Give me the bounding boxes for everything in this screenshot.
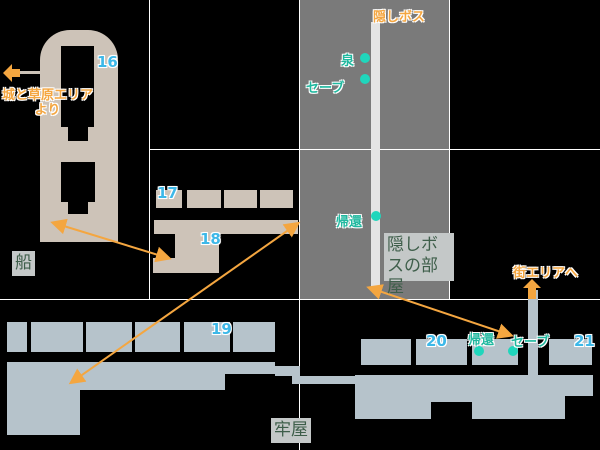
spring-label: 泉 — [341, 54, 355, 69]
room-number-16: 16 — [97, 53, 118, 71]
save-point — [508, 346, 518, 356]
room-number-20: 20 — [426, 332, 447, 350]
room — [472, 394, 565, 419]
exit-label-castle: 城と草原エリア より — [2, 88, 94, 118]
room — [416, 339, 467, 365]
save-label: セーブ — [511, 335, 550, 350]
connection-arrow — [68, 221, 301, 385]
ship-hold — [68, 202, 88, 214]
room — [361, 339, 411, 365]
area-label-prison: 牢屋 — [271, 418, 311, 443]
ship-hold — [61, 162, 95, 202]
save-point — [360, 74, 370, 84]
room — [355, 394, 431, 419]
area-label-ship: 船 — [12, 251, 35, 276]
room — [7, 388, 80, 435]
save-label: セーブ — [306, 81, 345, 96]
room-number-19: 19 — [211, 320, 232, 338]
exit-label-town: 街エリアへ — [513, 266, 579, 281]
exit-label-hidden-boss: 隠しボス — [373, 10, 426, 25]
connection-arrow — [366, 284, 514, 339]
room — [549, 339, 592, 365]
area-label-hidden-room: 隠しボスの部屋 — [384, 233, 454, 297]
exit-line — [18, 71, 40, 74]
corridor — [355, 375, 593, 396]
hidden-corridor — [371, 22, 380, 290]
room — [187, 190, 221, 208]
corridor — [528, 290, 538, 380]
connection-arrow — [50, 218, 172, 263]
room-number-21: 21 — [574, 332, 595, 350]
grid-line — [449, 0, 450, 300]
corridor — [292, 376, 355, 384]
room — [431, 394, 472, 402]
room — [260, 190, 293, 208]
exit-arrow-up — [523, 279, 541, 299]
room-number-17: 17 — [157, 184, 178, 202]
return-point — [371, 211, 381, 221]
return-label: 帰還 — [468, 333, 495, 348]
return-label: 帰還 — [336, 215, 363, 230]
grid-line — [149, 0, 150, 300]
exit-arrow-left — [3, 64, 20, 82]
ship-hold — [68, 127, 88, 141]
ship-hold — [61, 46, 94, 127]
room — [7, 322, 27, 352]
return-point — [474, 346, 484, 356]
room — [156, 190, 182, 208]
room-number-18: 18 — [200, 230, 221, 248]
spring-point — [360, 53, 370, 63]
room — [224, 190, 257, 208]
